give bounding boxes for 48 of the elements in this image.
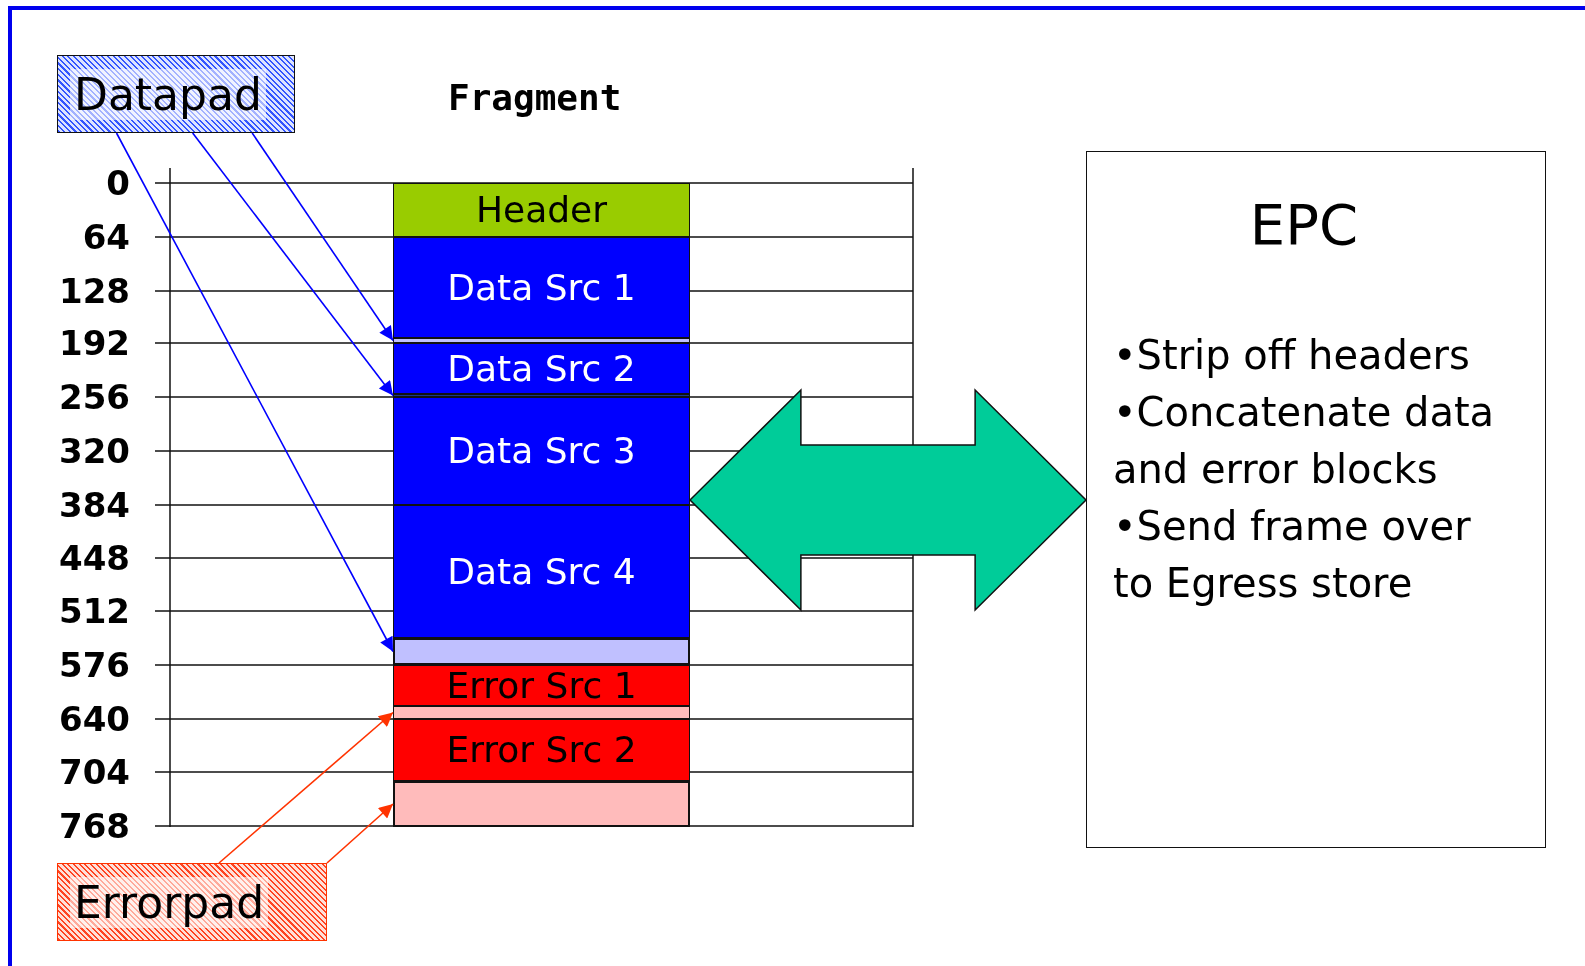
bullet-text: •Concatenate data and error blocks [1113, 388, 1496, 494]
error-block [393, 719, 690, 781]
padding-block [393, 338, 690, 343]
pad-label-box [57, 55, 295, 133]
arrow [326, 803, 394, 864]
block-label: Data Src 1 [447, 269, 636, 306]
arrow [191, 132, 394, 397]
data-block [393, 343, 690, 394]
data-block [393, 237, 690, 338]
bullet-text: •Send frame over to Egress store [1113, 502, 1472, 608]
box-title: EPC [1248, 192, 1360, 257]
offset-label: 448 [58, 538, 130, 578]
offset-label: 640 [58, 699, 130, 739]
column-heading: Fragment [448, 77, 622, 118]
offset-label: 128 [58, 271, 130, 311]
pad-label: Datapad [70, 68, 266, 120]
process-box [1086, 151, 1546, 848]
block-label: Data Src 3 [447, 433, 636, 469]
header-block [393, 183, 690, 237]
offset-label: 384 [58, 485, 130, 525]
data-block [393, 397, 690, 505]
block-label: Header [475, 192, 608, 228]
arrow [115, 132, 394, 653]
data-block [393, 505, 690, 638]
offset-label: 64 [81, 217, 130, 257]
block-label: Error Src 1 [446, 667, 637, 704]
padding-block [393, 394, 690, 397]
pad-label-box [57, 863, 327, 941]
double-arrow [688, 388, 1088, 612]
offset-label: 512 [58, 591, 130, 631]
offset-label: 768 [58, 806, 130, 846]
bullet-text: •Strip off headers [1113, 331, 1471, 380]
offset-label: 256 [58, 377, 130, 417]
offset-label: 192 [58, 323, 130, 363]
arrow [218, 711, 394, 864]
padding-block [393, 638, 690, 665]
pad-label: Errorpad [70, 876, 269, 928]
padding-block [393, 781, 690, 827]
offset-label: 0 [105, 163, 130, 203]
offset-label: 704 [58, 752, 130, 792]
block-label: Data Src 4 [447, 553, 636, 590]
offset-label: 576 [58, 645, 130, 685]
offset-label: 320 [58, 431, 130, 471]
error-block [393, 665, 690, 706]
block-label: Data Src 2 [447, 350, 636, 387]
block-label: Error Src 2 [446, 732, 637, 768]
padding-block [393, 706, 690, 719]
arrow [251, 132, 394, 342]
